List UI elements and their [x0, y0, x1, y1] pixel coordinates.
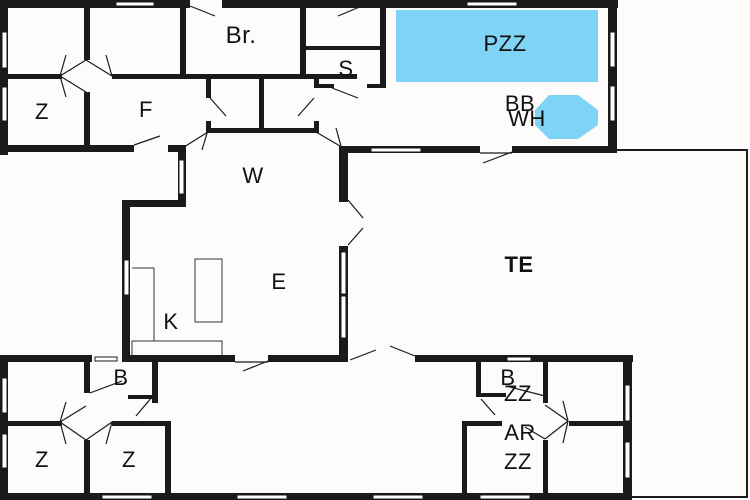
room-label-b-right: B — [500, 365, 516, 390]
room-label-bb: BB — [504, 91, 536, 116]
room-label-b-left: B — [113, 365, 129, 390]
room-label-z-bottom-left: Z — [35, 447, 49, 472]
windows — [1, 1, 631, 500]
pool-shape — [396, 10, 598, 82]
walls — [0, 0, 633, 500]
room-label-ar: AR — [504, 420, 536, 445]
room-label-s: S — [338, 56, 354, 81]
room-label-k: K — [163, 309, 179, 334]
room-label-pzz: PZZ — [483, 31, 527, 56]
room-label-z-top-left: Z — [35, 99, 49, 124]
room-label-wh: WH — [508, 106, 546, 131]
room-label-zz-right: ZZ — [504, 381, 532, 406]
room-label-f: F — [139, 97, 153, 122]
room-label-zz-bottom-right: ZZ — [504, 449, 532, 474]
whirlpool-shape — [535, 95, 598, 139]
room-label-e: E — [271, 269, 287, 294]
terrace-outline — [612, 149, 748, 498]
door-swings — [59, 5, 569, 445]
room-label-te: TE — [504, 252, 534, 277]
room-label-z-bottom-mid: Z — [122, 447, 136, 472]
room-label-br: Br. — [225, 22, 257, 49]
room-label-w: W — [242, 163, 264, 188]
